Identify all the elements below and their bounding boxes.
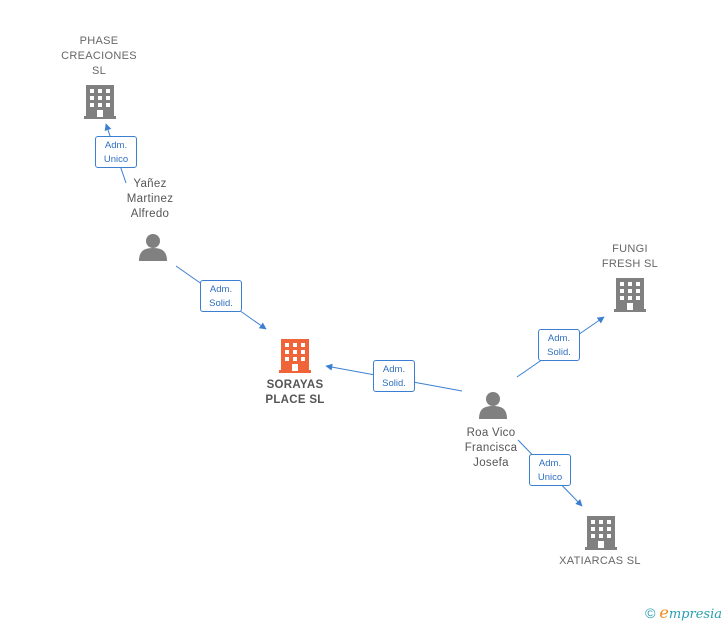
node-label-xatiarcas[interactable]: XATIARCAS SL: [559, 555, 641, 567]
node-label-phase-creaciones[interactable]: PHASE CREACIONES SL: [61, 35, 137, 77]
edge-label-line1: Adm.: [547, 333, 571, 344]
node-label-sorayas-place[interactable]: SORAYAS PLACE SL: [265, 379, 325, 406]
edge-label-roa-fungi[interactable]: Adm. Solid.: [538, 329, 580, 361]
edge-label-line1: Adm.: [104, 140, 128, 151]
edge-label-line2: Solid.: [209, 298, 233, 309]
edge-label-line2: Unico: [103, 154, 129, 165]
edge-label-line1: Adm.: [538, 458, 562, 469]
brand-logo-text: mpresia: [668, 607, 722, 622]
building-icon[interactable]: [84, 85, 116, 119]
edge-label-line1: Adm.: [382, 364, 406, 375]
brand-logo-initial: e: [659, 603, 669, 622]
building-icon[interactable]: [279, 339, 311, 373]
building-icon[interactable]: [585, 516, 617, 550]
node-label-fungi-fresh[interactable]: FUNGI FRESH SL: [601, 243, 659, 270]
edge-label-roa-xatiarcas[interactable]: Adm. Unico: [529, 454, 571, 486]
edge-label-yanez-sorayas[interactable]: Adm. Solid.: [200, 280, 242, 312]
person-icon[interactable]: [139, 234, 167, 261]
node-label-roa-vico-francisca-josefa[interactable]: Roa Vico Francisca Josefa: [464, 427, 518, 469]
edge-label-line2: Solid.: [547, 347, 571, 358]
edge-label-yanez-phase[interactable]: Adm. Unico: [95, 136, 137, 168]
person-icon[interactable]: [479, 392, 507, 419]
building-icon[interactable]: [614, 278, 646, 312]
edge-label-line2: Unico: [537, 472, 563, 483]
edge-label-line2: Solid.: [382, 378, 406, 389]
edge-label-line1: Adm.: [209, 284, 233, 295]
copyright-symbol: ©: [645, 605, 656, 621]
edge-label-roa-sorayas[interactable]: Adm. Solid.: [373, 360, 415, 392]
node-label-yanez-martinez-alfredo[interactable]: Yañez Martinez Alfredo: [126, 178, 174, 220]
footer-brand: ©empresia: [645, 603, 722, 622]
